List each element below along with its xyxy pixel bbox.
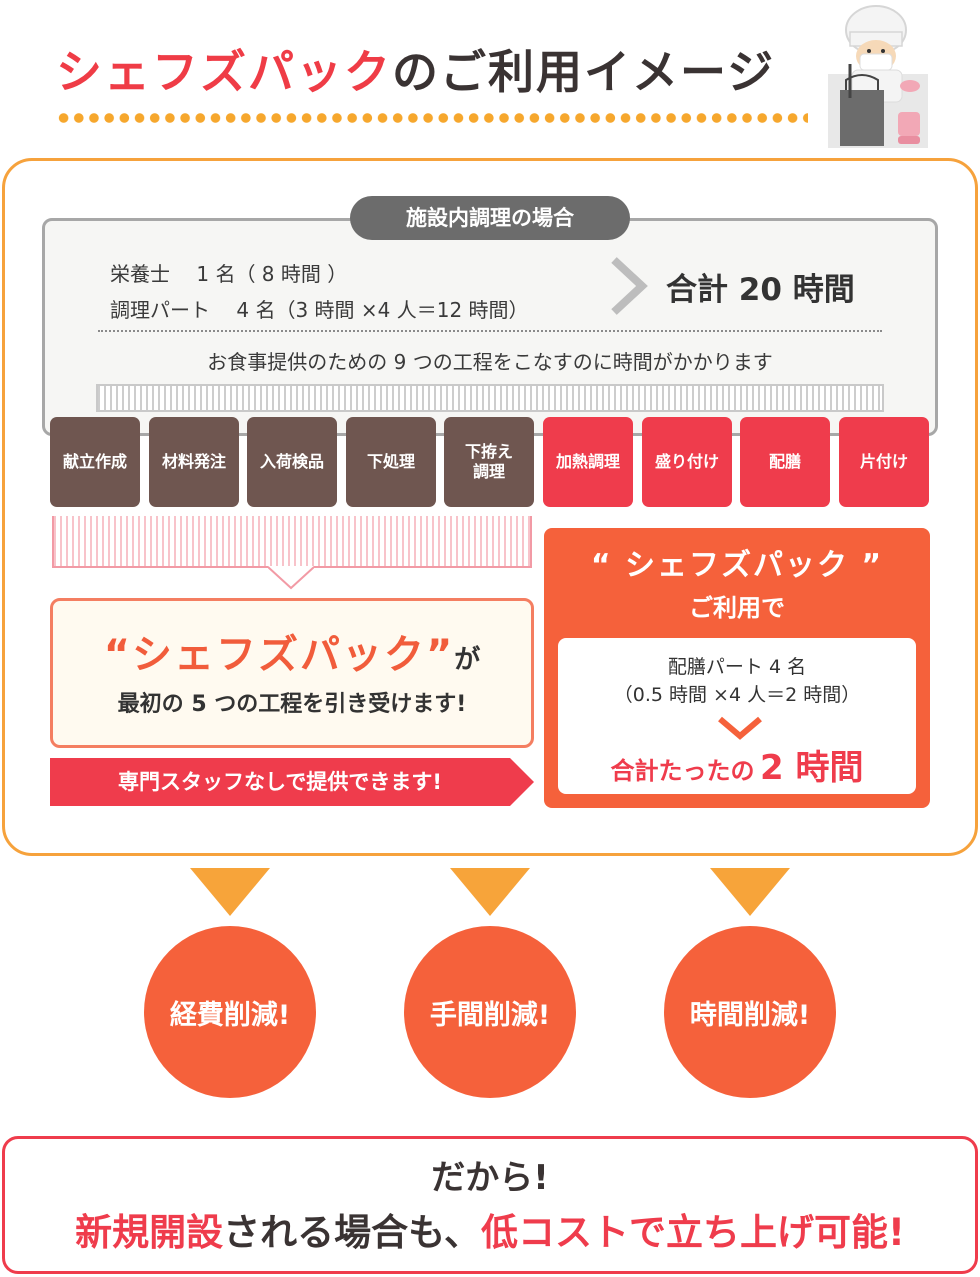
- takeover-line1: “シェフズパック”が: [50, 622, 534, 680]
- benefit-time: 時間削減!: [664, 926, 836, 1098]
- title-dotted-underline: [56, 112, 808, 124]
- process-step: 下拵え 調理: [444, 417, 534, 507]
- staff-line-part-time: 調理パート 4 名（3 時間 ×4 人＝12 時間）: [110, 298, 529, 322]
- chefs-pack-result-box: [558, 638, 916, 794]
- process-step: 献立作成: [50, 417, 140, 507]
- process-step: 配膳: [740, 417, 830, 507]
- conclusion-box: [2, 1136, 978, 1274]
- process-rail: [96, 384, 884, 412]
- page-title: シェフズパックのご利用イメージ: [56, 36, 775, 102]
- chefs-pack-total-prefix: 合計たったの: [610, 757, 755, 785]
- takeover-box: [50, 598, 534, 748]
- chefs-pack-total-value: 2 時間: [760, 748, 864, 788]
- in-house-label: 施設内調理の場合: [350, 196, 630, 240]
- staff-line-nutritionist: 栄養士 1 名（ 8 時間 ）: [110, 262, 348, 286]
- triangle-down-icon: [710, 868, 790, 916]
- conclusion-new-opening: 新規開設: [75, 1211, 224, 1254]
- process-step: 入荷検品: [247, 417, 337, 507]
- process-note: お食事提供のための 9 つの工程をこなすのに時間がかかります: [207, 350, 773, 374]
- chefs-pack-staff-line1: 配膳パート 4 名: [667, 656, 807, 678]
- conclusion-line2: 新規開設される場合も、低コストで立ち上げ可能!: [2, 1202, 978, 1256]
- chefs-pack-total: 合計たったの 2 時間: [558, 740, 916, 789]
- conclusion-low-cost: 低コストで立ち上げ可能!: [481, 1211, 905, 1254]
- takeover-quote: “シェフズパック”: [103, 632, 455, 678]
- process-step: 下処理: [346, 417, 436, 507]
- dotted-divider: [98, 330, 882, 332]
- benefit-cost: 経費削減!: [144, 926, 316, 1098]
- chevron-right-icon: [611, 257, 648, 315]
- conclusion-middle: される場合も、: [223, 1211, 481, 1254]
- takeover-line2: 最初の 5 つの工程を引き受けます!: [117, 692, 467, 717]
- process-step: 材料発注: [149, 417, 239, 507]
- title-rest: のご利用イメージ: [392, 45, 776, 99]
- chefs-pack-staff-line2: （0.5 時間 ×4 人＝2 時間）: [613, 684, 861, 706]
- takeover-particle: が: [454, 645, 481, 675]
- no-staff-banner: [50, 758, 534, 806]
- triangle-down-icon: [450, 868, 530, 916]
- chef-illustration-icon: [828, 5, 928, 148]
- no-staff-banner-text: 専門スタッフなしで提供できます!: [118, 770, 442, 794]
- chefs-pack-subtitle: ご利用で: [689, 594, 785, 622]
- conclusion-line1: だから!: [431, 1158, 549, 1198]
- process-step: 片付け: [839, 417, 929, 507]
- process-step: 盛り付け: [642, 417, 732, 507]
- chefs-pack-title: “ シェフズパック ”: [590, 548, 884, 583]
- process-step: 加熱調理: [543, 417, 633, 507]
- in-house-total: 合計 20 時間: [666, 272, 855, 308]
- triangle-down-icon: [190, 868, 270, 916]
- bracket-pointer-icon: [268, 566, 314, 590]
- takeover-bracket: [52, 516, 532, 568]
- chevron-down-icon: [718, 716, 762, 740]
- title-highlight: シェフズパック: [56, 45, 392, 99]
- benefit-effort: 手間削減!: [404, 926, 576, 1098]
